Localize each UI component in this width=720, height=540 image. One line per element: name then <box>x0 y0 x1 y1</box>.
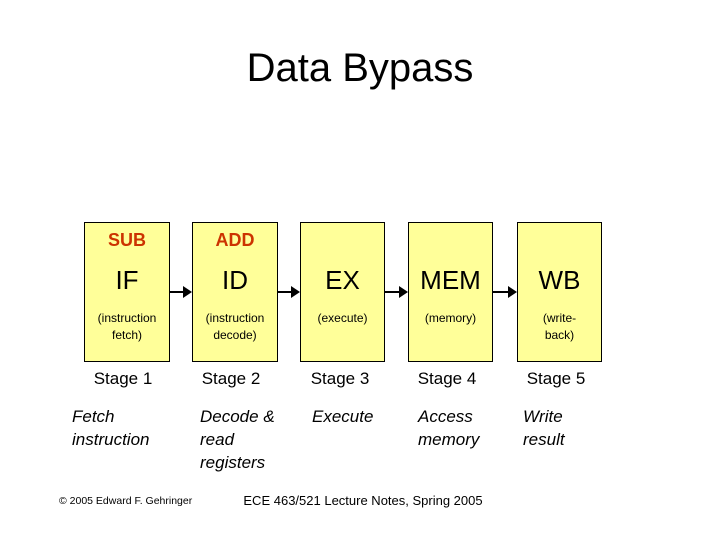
footer-copyright: © 2005 Edward F. Gehringer <box>59 495 193 507</box>
arrow-shaft <box>493 291 510 293</box>
arrow-head <box>399 286 408 298</box>
arrow-shaft <box>170 291 185 293</box>
stage-label: Stage 4 <box>417 369 477 388</box>
stage-description: Fetch instruction <box>72 407 150 449</box>
footer-course: ECE 463/521 Lecture Notes, Spring 2005 <box>243 493 483 508</box>
instruction-label: ADD <box>215 230 255 250</box>
instruction-label: SUB <box>107 230 146 250</box>
stage-label: Stage 2 <box>201 369 261 388</box>
slide-title: Data Bypass <box>246 46 474 90</box>
flow-arrow-icon <box>493 285 517 299</box>
pipeline-stage-box-ex: EX (execute) <box>300 222 385 362</box>
stage-description: Write result <box>523 407 565 449</box>
arrow-shaft <box>385 291 401 293</box>
stage-description: Decode & read registers <box>200 407 275 472</box>
arrow-head <box>508 286 517 298</box>
stage-detail: (execute) <box>317 311 368 325</box>
stage-abbr: ID <box>222 265 248 295</box>
stage-detail: (instruction decode) <box>205 311 265 342</box>
stage-abbr: EX <box>325 265 360 295</box>
pipeline-stage-box-wb: WB (write- back) <box>517 222 602 362</box>
stage-abbr: WB <box>538 265 581 295</box>
arrow-head <box>291 286 300 298</box>
stage-detail: (instruction fetch) <box>97 311 157 342</box>
flow-arrow-icon <box>170 285 192 299</box>
arrow-head <box>183 286 192 298</box>
flow-arrow-icon <box>278 285 300 299</box>
stage-label: Stage 5 <box>526 369 586 388</box>
stage-label: Stage 1 <box>93 369 153 388</box>
stage-detail: (memory) <box>424 311 477 325</box>
stage-abbr: IF <box>115 265 139 295</box>
pipeline-stage-box-mem: MEM (memory) <box>408 222 493 362</box>
stage-description: Access memory <box>418 407 480 449</box>
arrow-shaft <box>278 291 293 293</box>
stage-description: Execute <box>312 407 374 426</box>
pipeline-stage-box-if: SUB IF (instruction fetch) <box>84 222 170 362</box>
stage-detail: (write- back) <box>542 311 577 342</box>
flow-arrow-icon <box>385 285 408 299</box>
stage-abbr: MEM <box>420 265 481 295</box>
pipeline-stage-box-id: ADD ID (instruction decode) <box>192 222 278 362</box>
stage-label: Stage 3 <box>310 369 370 388</box>
